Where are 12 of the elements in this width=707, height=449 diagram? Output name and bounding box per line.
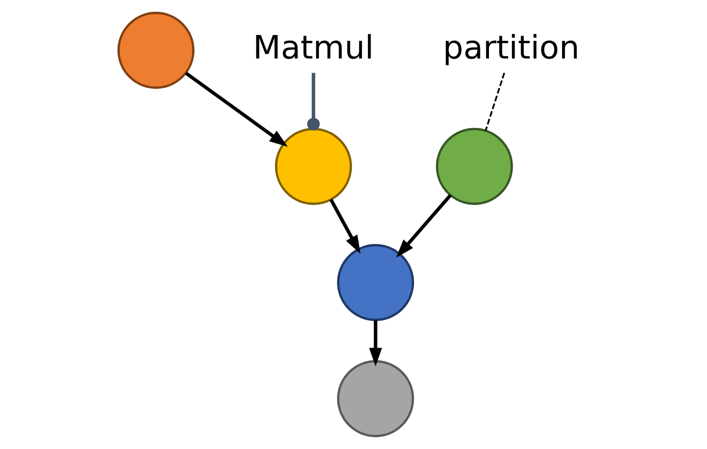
node-circle: [336, 360, 414, 438]
arrow: [184, 72, 288, 147]
connector: [306, 72, 320, 130]
arrow: [328, 198, 360, 254]
node-circle: [116, 12, 194, 89]
arrow: [396, 194, 452, 258]
label: partition: [442, 28, 580, 66]
node-text: Matmul: [252, 28, 374, 66]
node-circle: [435, 128, 512, 205]
node-circle: [274, 128, 352, 205]
node-circle: [336, 244, 414, 322]
arrow: [368, 320, 382, 366]
